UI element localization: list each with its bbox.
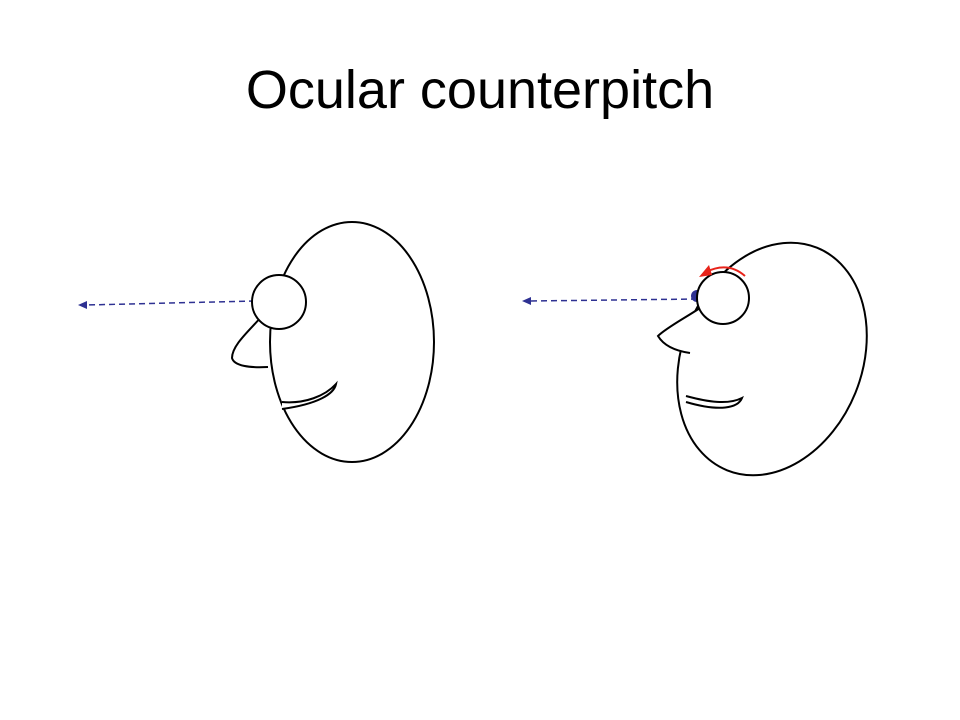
- curved-arrow-counterclockwise-icon: [699, 265, 712, 277]
- gaze-arrowhead-icon: [78, 301, 87, 309]
- gaze-arrowhead-icon: [522, 297, 531, 305]
- head-outline: [676, 241, 868, 477]
- mouth-curve: [685, 395, 744, 409]
- nose-shape: [230, 315, 269, 369]
- eye-globe: [251, 274, 307, 330]
- mouth-curve: [281, 380, 338, 410]
- upright-head-figure: [78, 221, 435, 463]
- pupil-mark: [691, 290, 697, 302]
- nose-shape: [656, 307, 701, 354]
- eye-globe: [696, 271, 750, 325]
- slide-title: Ocular counterpitch: [245, 60, 715, 120]
- gaze-line: [530, 298, 698, 302]
- pitched-head-figure: [522, 241, 868, 477]
- gaze-line: [85, 300, 256, 306]
- head-outline: [269, 221, 435, 463]
